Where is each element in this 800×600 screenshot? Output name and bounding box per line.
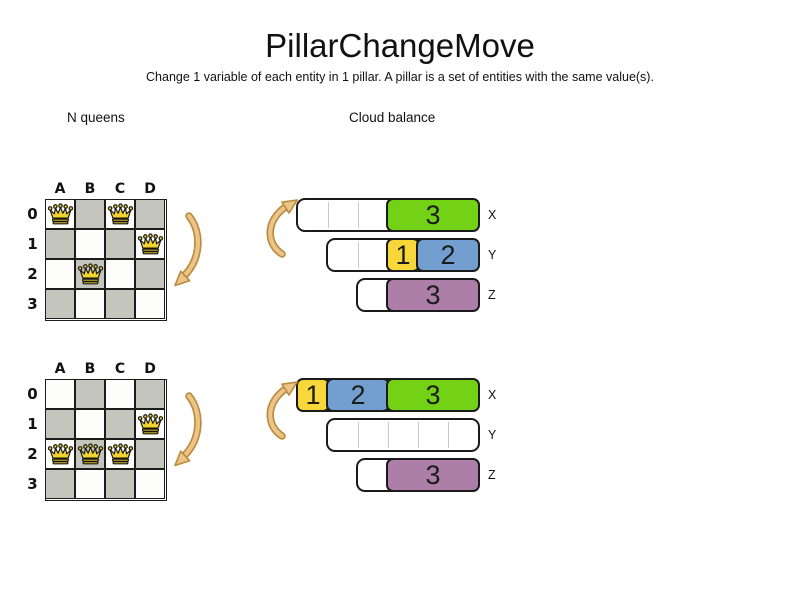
board-cell-C1: [105, 229, 135, 259]
queen-icon: [47, 203, 73, 225]
page-title: PillarChangeMove: [265, 27, 535, 64]
computer-bar-X: 3: [296, 198, 480, 232]
process-block-3: 3: [386, 278, 480, 312]
curved-move-arrow-icon: [174, 392, 202, 467]
column-header-A: A: [54, 361, 66, 377]
nqueens-board-after: A B C D 0 1 2 3: [27, 361, 167, 501]
queen-icon: [47, 443, 73, 465]
process-block-3: 3: [386, 378, 480, 412]
page-subtitle: Change 1 variable of each entity in 1 pi…: [146, 70, 654, 84]
cloud-section-label: Cloud balance: [349, 110, 436, 125]
board-cell-C2: [105, 259, 135, 289]
curved-move-arrow-icon: [174, 212, 202, 287]
row-header-1: 1: [27, 415, 38, 433]
column-header-C: C: [114, 361, 126, 377]
board-cell-B0: [75, 199, 105, 229]
board-cell-A2: [45, 259, 75, 289]
computer-bar-Z: 3: [356, 458, 480, 492]
column-header-B: B: [84, 181, 96, 197]
column-header-A: A: [54, 181, 66, 197]
board-cell-A0: [45, 379, 75, 409]
row-header-1: 1: [27, 235, 38, 253]
board-cell-A0: [45, 199, 75, 229]
board-cell-D2: [135, 439, 165, 469]
slot-divider: [357, 242, 359, 268]
row-header-2: 2: [27, 445, 38, 463]
slot-divider: [327, 202, 329, 228]
board-cell-A1: [45, 229, 75, 259]
column-header-C: C: [114, 181, 126, 197]
process-block-1: 1: [296, 378, 330, 412]
slot-divider: [387, 422, 389, 448]
computer-label-Y: Y: [488, 248, 497, 262]
board-cell-C0: [105, 199, 135, 229]
board-cell-B1: [75, 409, 105, 439]
board-cell-C2: [105, 439, 135, 469]
board-cell-D0: [135, 199, 165, 229]
board-cell-B3: [75, 469, 105, 499]
queen-icon: [107, 443, 133, 465]
column-header-D: D: [144, 181, 156, 197]
computer-label-X: X: [488, 388, 497, 402]
board-cell-D1: [135, 229, 165, 259]
queen-icon: [107, 203, 133, 225]
computer-label-X: X: [488, 208, 497, 222]
board-cell-D3: [135, 469, 165, 499]
computer-bar-Y: [326, 418, 480, 452]
slot-divider: [357, 422, 359, 448]
queen-icon: [77, 443, 103, 465]
board-cell-B2: [75, 259, 105, 289]
board-cell-B1: [75, 229, 105, 259]
board-cell-A2: [45, 439, 75, 469]
computer-label-Y: Y: [488, 428, 497, 442]
board-cell-D0: [135, 379, 165, 409]
board-cell-B2: [75, 439, 105, 469]
board-cell-A3: [45, 289, 75, 319]
board-cell-A3: [45, 469, 75, 499]
process-block-2: 2: [326, 378, 390, 412]
process-block-1: 1: [386, 238, 420, 272]
column-header-B: B: [84, 361, 96, 377]
board-cell-D2: [135, 259, 165, 289]
board-cell-C3: [105, 469, 135, 499]
board-cell-D1: [135, 409, 165, 439]
nqueens-section-label: N queens: [67, 110, 125, 125]
slot-divider: [447, 422, 449, 448]
curved-move-arrow-icon: [266, 199, 299, 258]
process-block-3: 3: [386, 198, 480, 232]
queen-icon: [137, 413, 163, 435]
slot-divider: [357, 202, 359, 228]
computer-label-Z: Z: [488, 288, 496, 302]
row-header-0: 0: [27, 205, 38, 223]
row-header-3: 3: [27, 475, 38, 493]
nqueens-board-before: A B C D 0 1 2 3: [27, 181, 167, 321]
board-cell-B3: [75, 289, 105, 319]
computer-bar-Z: 3: [356, 278, 480, 312]
computer-label-Z: Z: [488, 468, 496, 482]
row-header-3: 3: [27, 295, 38, 313]
row-header-0: 0: [27, 385, 38, 403]
board-cell-C3: [105, 289, 135, 319]
column-header-D: D: [144, 361, 156, 377]
queen-icon: [137, 233, 163, 255]
board-cell-C0: [105, 379, 135, 409]
queen-icon: [77, 263, 103, 285]
process-block-3: 3: [386, 458, 480, 492]
slot-divider: [417, 422, 419, 448]
row-header-2: 2: [27, 265, 38, 283]
curved-move-arrow-icon: [266, 381, 299, 440]
process-block-2: 2: [416, 238, 480, 272]
board-cell-B0: [75, 379, 105, 409]
board-cell-D3: [135, 289, 165, 319]
board-cell-C1: [105, 409, 135, 439]
board-cell-A1: [45, 409, 75, 439]
